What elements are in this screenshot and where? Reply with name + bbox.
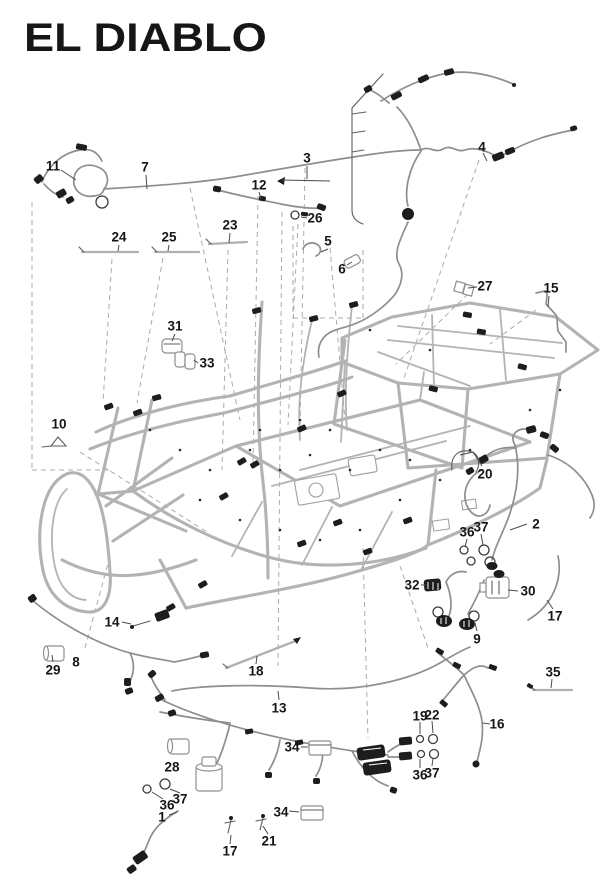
frame-mounted-connectors	[103, 301, 528, 612]
fastener-dots	[148, 328, 562, 542]
wiring-harnesses	[31, 71, 596, 858]
page-title: EL DIABLO	[24, 16, 267, 60]
callout-ticks	[51, 152, 554, 845]
component-parts	[42, 254, 510, 821]
connectors	[27, 68, 578, 874]
frame-structure	[38, 300, 600, 614]
o-rings	[142, 210, 496, 794]
arrowhead-3	[277, 177, 285, 185]
arrowhead-18	[293, 637, 301, 644]
